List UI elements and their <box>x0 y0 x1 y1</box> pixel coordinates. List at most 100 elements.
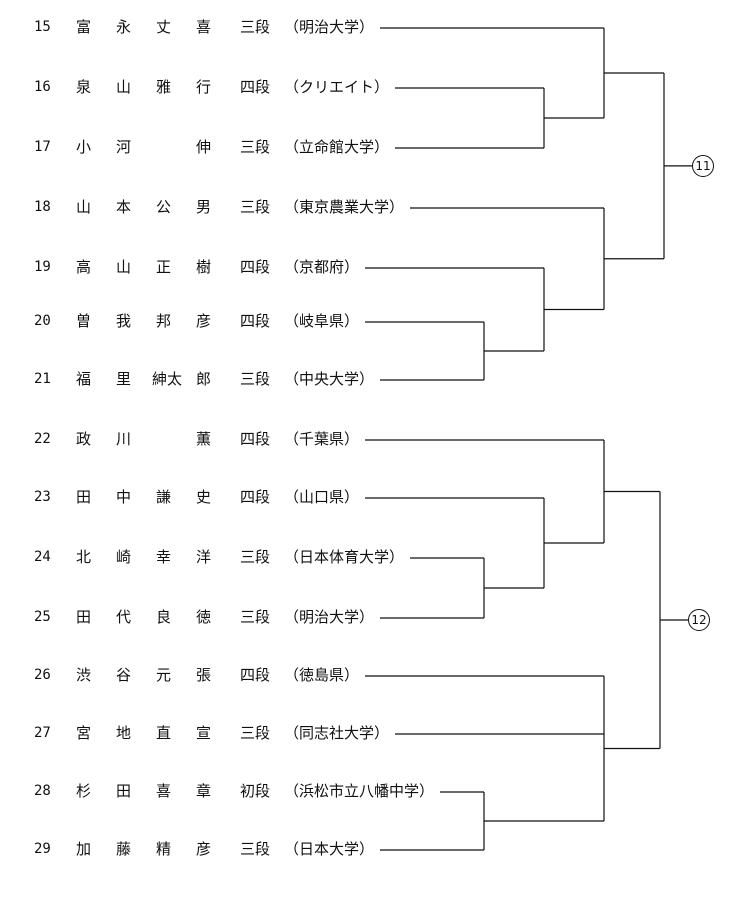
player-name-char: 彦 <box>196 312 212 330</box>
player-name-char: 小 <box>76 138 92 156</box>
player-team: （日本体育大学） <box>284 548 405 566</box>
player-name-char: 我 <box>116 312 132 330</box>
player-rank: 四段 <box>240 258 271 276</box>
player-name-char: 元 <box>156 666 172 684</box>
player-name-char: 本 <box>116 198 132 216</box>
player-number: 28 <box>34 783 51 799</box>
player-number: 21 <box>34 371 51 387</box>
player-name-char: 正 <box>156 258 172 276</box>
player-name-char: 山 <box>116 258 132 276</box>
player-team: （明治大学） <box>284 608 375 626</box>
player-rank: 三段 <box>240 138 271 156</box>
player-team: （日本大学） <box>284 840 375 858</box>
player-name-char: 政 <box>76 430 92 448</box>
player-name-char: 樹 <box>196 258 212 276</box>
player-rank: 三段 <box>240 724 271 742</box>
player-team: （山口県） <box>284 488 360 506</box>
player-rank: 四段 <box>240 430 271 448</box>
player-name-char: 公 <box>156 198 172 216</box>
player-rank: 四段 <box>240 312 271 330</box>
player-rank: 三段 <box>240 548 271 566</box>
player-name-char: 杉 <box>76 782 92 800</box>
player-name-char: 渋 <box>76 666 92 684</box>
player-number: 16 <box>34 79 51 95</box>
player-team: （明治大学） <box>284 18 375 36</box>
player-name-char: 宣 <box>196 724 212 742</box>
player-name-char: 地 <box>116 724 132 742</box>
player-team: （中央大学） <box>284 370 375 388</box>
player-team: （東京農業大学） <box>284 198 405 216</box>
seed-marker-11: 11 <box>692 154 714 177</box>
player-name-char: 代 <box>116 608 132 626</box>
player-number: 25 <box>34 609 51 625</box>
player-number: 20 <box>34 313 51 329</box>
player-team: （徳島県） <box>284 666 360 684</box>
player-name-char: 紳太 <box>152 370 183 388</box>
player-name-char: 藤 <box>116 840 132 858</box>
player-number: 18 <box>34 199 51 215</box>
player-number: 27 <box>34 725 51 741</box>
player-rank: 初段 <box>240 782 271 800</box>
player-name-char: 伸 <box>196 138 212 156</box>
player-number: 17 <box>34 139 51 155</box>
player-name-char: 川 <box>116 430 132 448</box>
player-number: 19 <box>34 259 51 275</box>
player-name-char: 中 <box>116 488 132 506</box>
player-name-char: 良 <box>156 608 172 626</box>
player-number: 26 <box>34 667 51 683</box>
player-name-char: 田 <box>76 488 92 506</box>
player-name-char: 幸 <box>156 548 172 566</box>
player-name-char: 山 <box>116 78 132 96</box>
player-name-char: 徳 <box>196 608 212 626</box>
player-name-char: 丈 <box>156 18 172 36</box>
player-number: 15 <box>34 19 51 35</box>
player-name-char: 雅 <box>156 78 172 96</box>
player-name-char: 曽 <box>76 312 92 330</box>
player-name-char: 史 <box>196 488 212 506</box>
player-name-char: 福 <box>76 370 92 388</box>
player-name-char: 泉 <box>76 78 92 96</box>
player-rank: 四段 <box>240 666 271 684</box>
player-name-char: 直 <box>156 724 172 742</box>
player-team: （同志社大学） <box>284 724 390 742</box>
player-rank: 三段 <box>240 840 271 858</box>
player-name-char: 里 <box>116 370 132 388</box>
player-name-char: 富 <box>76 18 92 36</box>
seed-marker-12: 12 <box>688 609 710 631</box>
player-name-char: 永 <box>116 18 132 36</box>
player-team: （浜松市立八幡中学） <box>284 782 435 800</box>
player-name-char: 加 <box>76 840 92 858</box>
player-name-char: 喜 <box>156 782 172 800</box>
player-team: （京都府） <box>284 258 360 276</box>
player-name-char: 北 <box>76 548 92 566</box>
player-rank: 四段 <box>240 488 271 506</box>
player-name-char: 男 <box>196 198 212 216</box>
player-rank: 三段 <box>240 608 271 626</box>
player-number: 22 <box>34 431 51 447</box>
player-number: 29 <box>34 841 51 857</box>
player-name-char: 宮 <box>76 724 92 742</box>
player-name-char: 洋 <box>196 548 212 566</box>
player-name-char: 崎 <box>116 548 132 566</box>
player-name-char: 彦 <box>196 840 212 858</box>
player-name-char: 張 <box>196 666 212 684</box>
player-rank: 四段 <box>240 78 271 96</box>
player-name-char: 章 <box>196 782 212 800</box>
player-rank: 三段 <box>240 370 271 388</box>
player-team: （岐阜県） <box>284 312 360 330</box>
player-name-char: 喜 <box>196 18 212 36</box>
player-name-char: 山 <box>76 198 92 216</box>
player-number: 24 <box>34 549 51 565</box>
player-name-char: 謙 <box>156 488 172 506</box>
player-name-char: 行 <box>196 78 212 96</box>
player-name-char: 郎 <box>196 370 212 388</box>
player-team: （千葉県） <box>284 430 360 448</box>
player-rank: 三段 <box>240 18 271 36</box>
player-name-char: 谷 <box>116 666 132 684</box>
player-name-char: 精 <box>156 840 172 858</box>
player-name-char: 薫 <box>196 430 212 448</box>
player-number: 23 <box>34 489 51 505</box>
player-rank: 三段 <box>240 198 271 216</box>
